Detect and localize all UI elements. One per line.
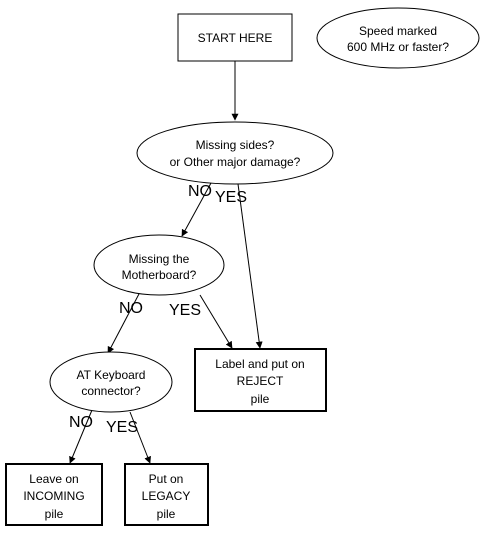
edges (69, 61, 263, 464)
at-keyboard-ellipse (49, 351, 173, 413)
shapes (5, 7, 480, 526)
incoming-label-line3: pile (45, 507, 64, 521)
speed-ellipse (316, 7, 480, 69)
at-keyboard-label-line2: connector? (81, 384, 141, 398)
start-label: START HERE (198, 31, 273, 45)
incoming-label-line2: INCOMING (23, 489, 84, 503)
missing-motherboard-label-line2: Motherboard? (122, 268, 197, 282)
speed-label-line1: Speed marked (359, 24, 437, 38)
incoming-label-line1: Leave on (29, 472, 78, 486)
edge-mobo-yes (199, 294, 233, 349)
missing-sides-label-line2: or Other major damage? (170, 155, 301, 169)
incoming-box (5, 463, 103, 526)
sides-no-label: NO (188, 183, 212, 200)
edge-labels: NO YES NO YES NO YES (69, 183, 247, 436)
sides-yes-label: YES (215, 189, 247, 206)
mobo-no-label: NO (119, 300, 143, 317)
legacy-label-line1: Put on (149, 472, 184, 486)
start-box (177, 13, 293, 62)
edge-mobo-no (107, 291, 141, 354)
kbd-no-label: NO (69, 414, 93, 431)
edge-sides-no (181, 182, 212, 237)
legacy-box (124, 463, 209, 526)
legacy-label-line3: pile (157, 507, 176, 521)
node-labels: START HERE Speed marked 600 MHz or faste… (23, 24, 449, 521)
missing-motherboard-label-line1: Missing the (129, 252, 190, 266)
reject-label-line2: REJECT (237, 374, 284, 388)
reject-label-line3: pile (251, 392, 270, 406)
edge-kbd-no (69, 409, 93, 464)
kbd-yes-label: YES (106, 419, 138, 436)
reject-box (194, 348, 327, 412)
mobo-yes-label: YES (169, 302, 201, 319)
edge-kbd-yes (129, 411, 151, 464)
edge-sides-yes (237, 183, 263, 349)
missing-motherboard-ellipse (93, 234, 225, 296)
missing-sides-ellipse (136, 121, 334, 185)
at-keyboard-label-line1: AT Keyboard (77, 368, 146, 382)
reject-label-line1: Label and put on (215, 357, 304, 371)
missing-sides-label-line1: Missing sides? (196, 138, 275, 152)
speed-label-line2: 600 MHz or faster? (347, 40, 449, 54)
legacy-label-line2: LEGACY (142, 489, 191, 503)
